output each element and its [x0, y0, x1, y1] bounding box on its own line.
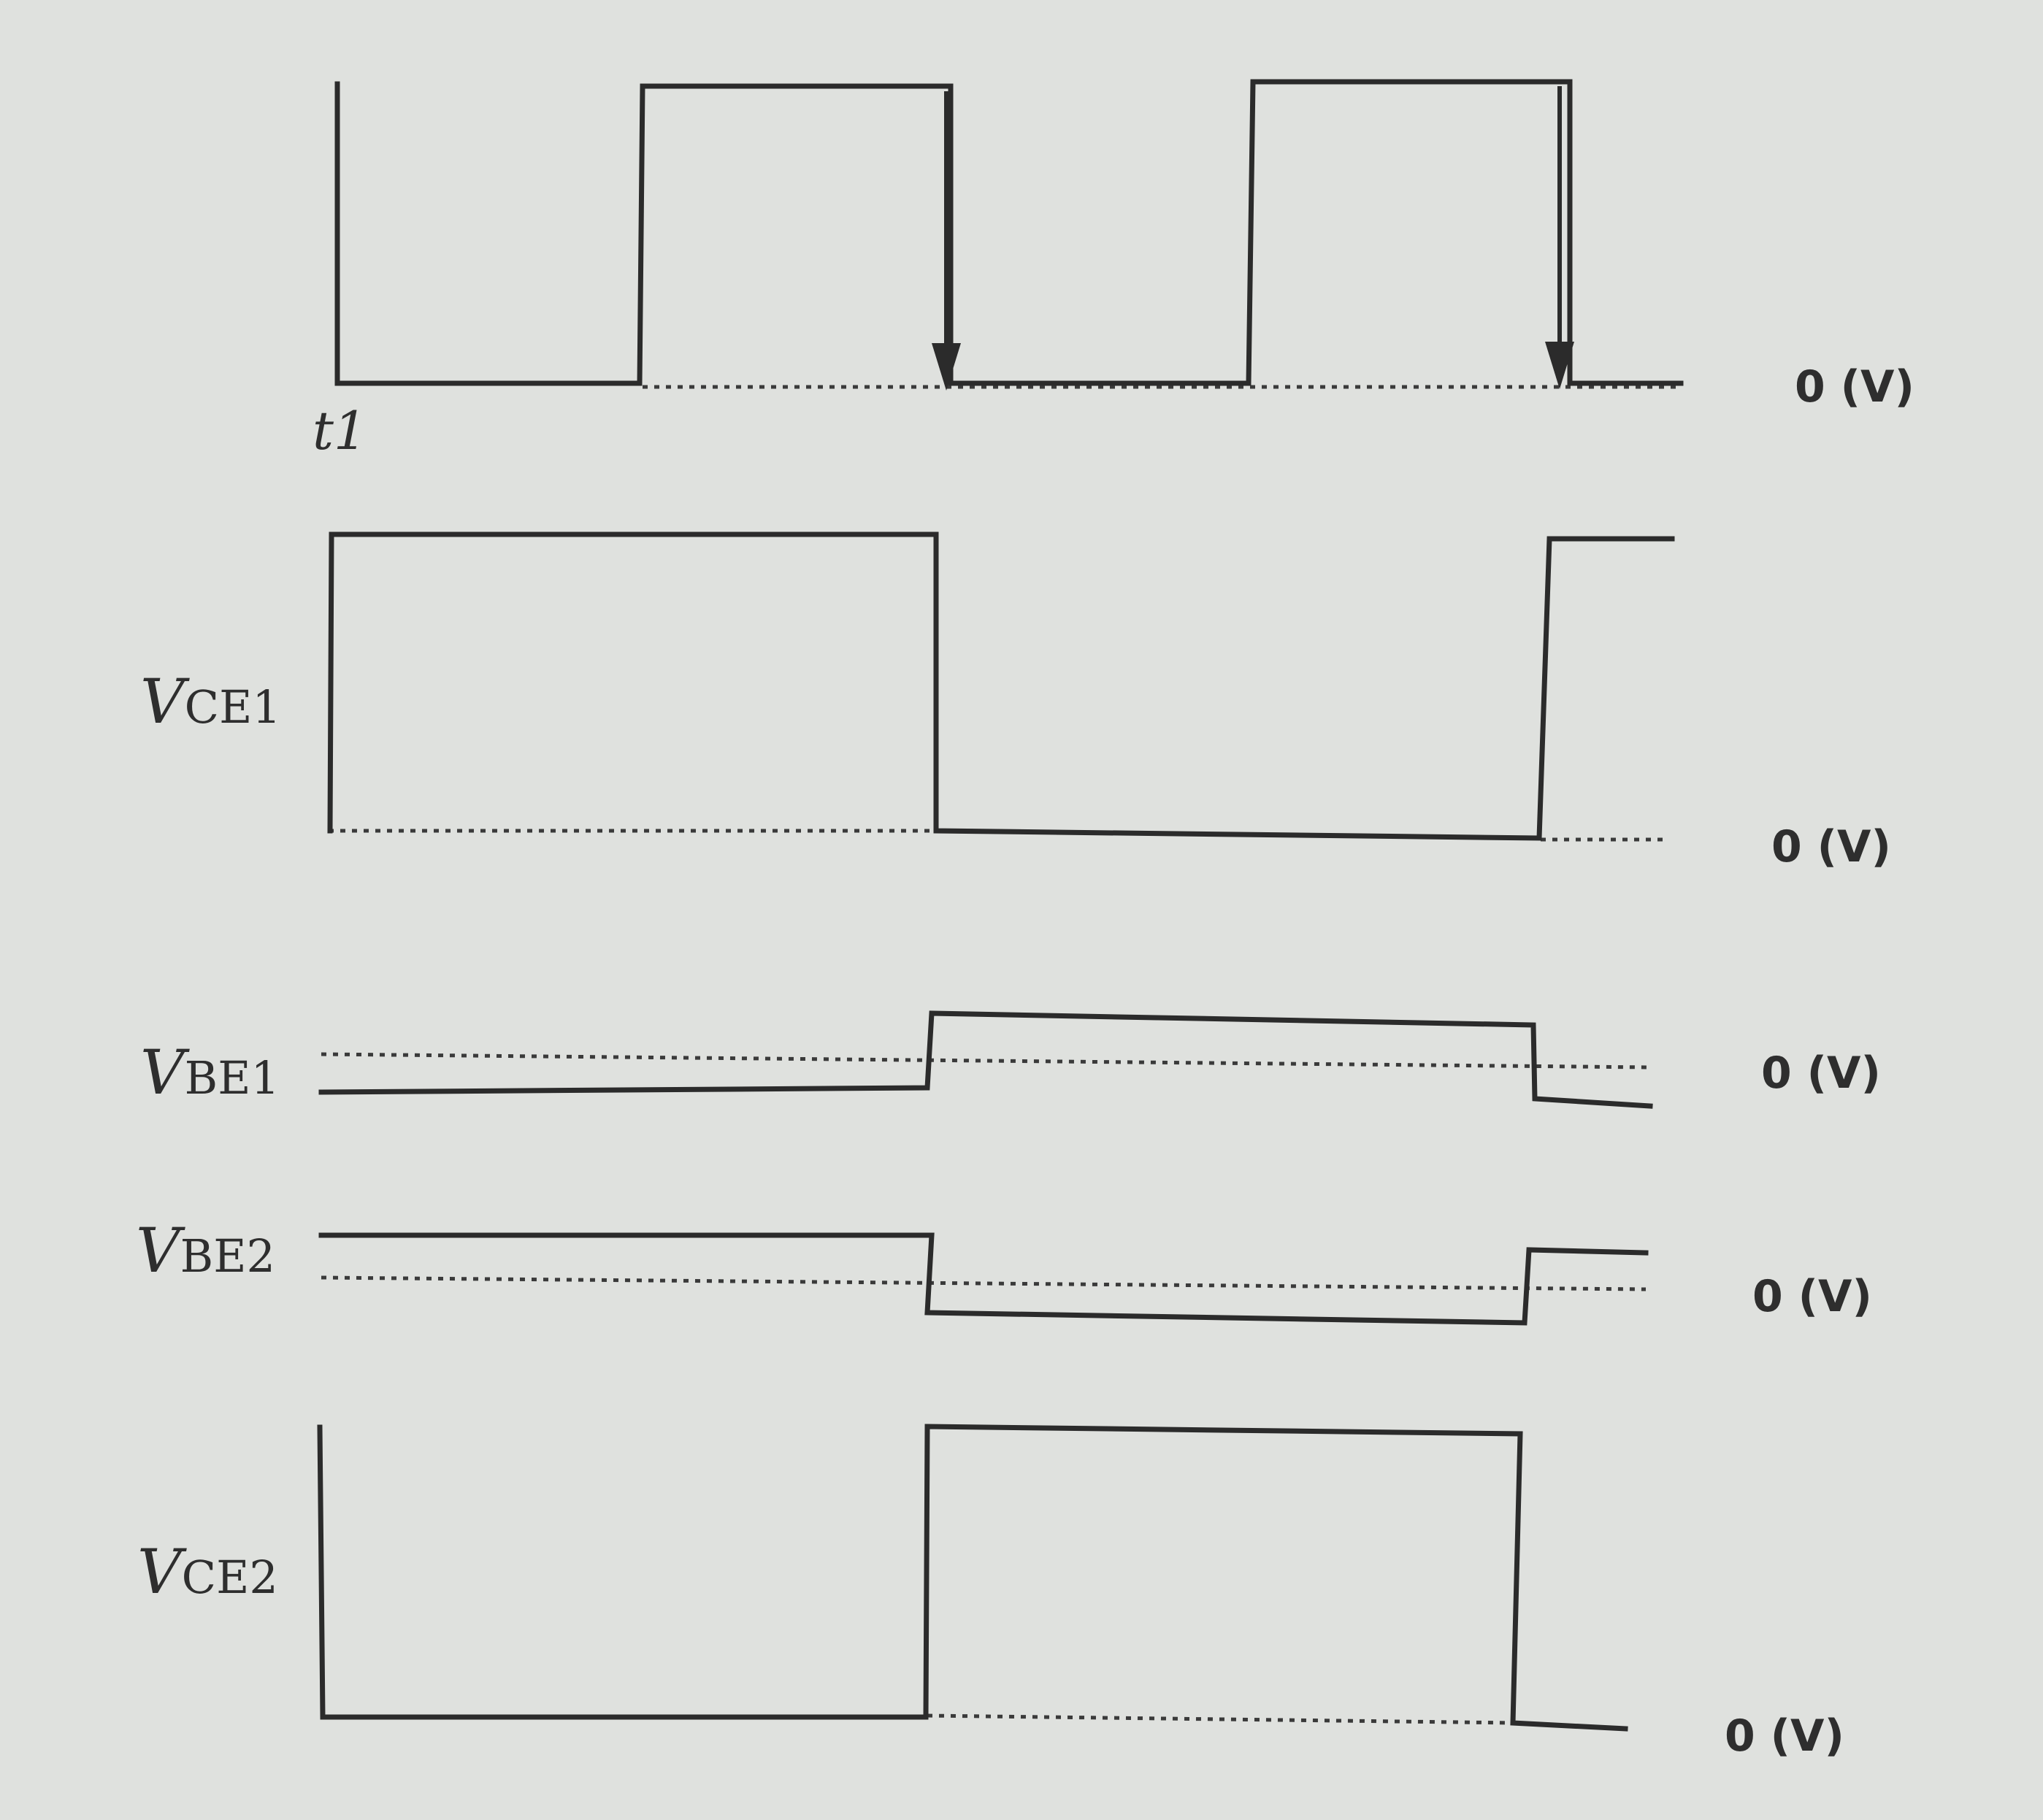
- arrow-down-icon: [1545, 86, 1574, 389]
- vce1-label: VCE1: [140, 666, 281, 737]
- waveform-vce1: [327, 531, 1675, 841]
- arrow-down-icon: [932, 91, 961, 391]
- waveform-input: [334, 79, 1684, 386]
- zero-label-vbe2: 0 (V): [1752, 1271, 1872, 1322]
- zero-line-vce2: [927, 1713, 1517, 1725]
- trace-vce1: VCE1 0 (V): [140, 531, 1891, 872]
- trace-vce2: VCE2 0 (V): [137, 1424, 1844, 1762]
- vbe2-label: VBE2: [136, 1215, 275, 1286]
- zero-line-vbe2: [321, 1275, 1647, 1291]
- waveform-vbe1: [318, 1010, 1653, 1109]
- trace-vbe1: VBE1 0 (V): [140, 1010, 1881, 1109]
- t1-label: t1: [313, 400, 367, 461]
- trace-vbe2: VBE2 0 (V): [136, 1215, 1872, 1326]
- zero-label-input: 0 (V): [1795, 361, 1914, 412]
- zero-line-vbe1: [321, 1052, 1651, 1070]
- waveform-vbe2: [318, 1232, 1649, 1326]
- waveform-vce2: [317, 1424, 1628, 1732]
- zero-label-vce1: 0 (V): [1771, 821, 1891, 872]
- zero-label-vce2: 0 (V): [1725, 1710, 1844, 1762]
- zero-label-vbe1: 0 (V): [1761, 1048, 1881, 1099]
- vbe1-label: VBE1: [140, 1037, 280, 1108]
- vce2-label: VCE2: [137, 1536, 278, 1608]
- trace-input: 0 (V) t1: [313, 79, 1914, 461]
